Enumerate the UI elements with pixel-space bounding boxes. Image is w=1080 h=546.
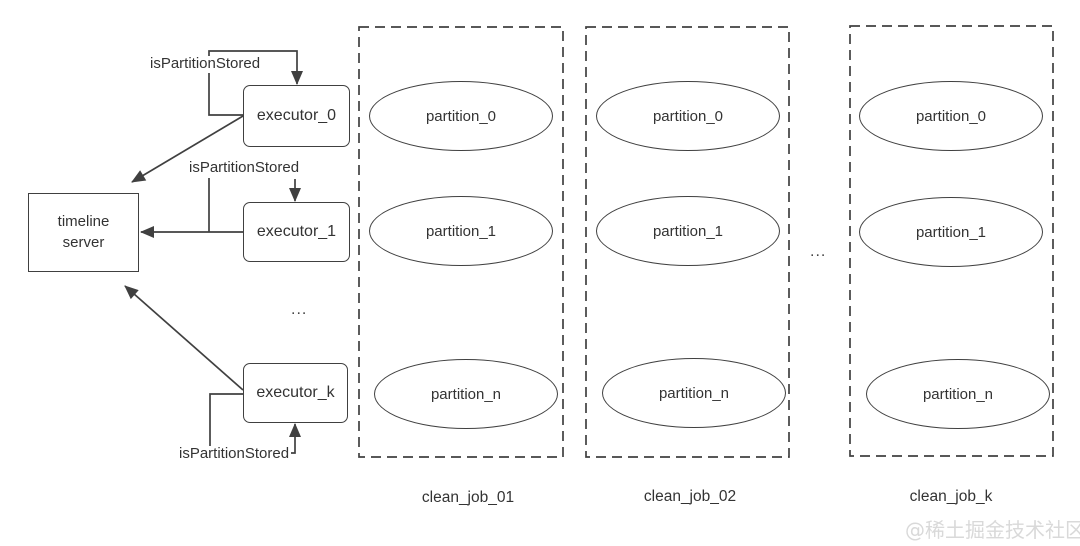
executor-k-to-timeline-arrow [124, 285, 244, 391]
clean-job-01-caption: clean_job_01 [421, 489, 515, 506]
clean-job-01-boundary [358, 26, 564, 458]
executor-1-node: executor_1 [243, 202, 350, 262]
job02-partition-n-node: partition_n [602, 358, 786, 428]
watermark-text: @稀土掘金技术社区 [905, 518, 1080, 542]
job02-partition-0-node: partition_0 [596, 81, 780, 151]
jobk-partition-n-node: partition_n [866, 359, 1050, 429]
executor-k-label: executor_k [256, 384, 335, 401]
timeline-server-node: timeline server [28, 193, 139, 272]
executor-0-node: executor_0 [243, 85, 350, 147]
clean-job-02-caption: clean_job_02 [643, 488, 737, 505]
jobk-partition-0-node: partition_0 [859, 81, 1043, 151]
job01-partition-n-node: partition_n [374, 359, 558, 429]
clean-job-k-boundary [849, 25, 1054, 457]
job02-partition-n-label: partition_n [658, 384, 730, 402]
job01-partition-0-label: partition_0 [425, 107, 497, 125]
executor-k-self-loop-arrow [289, 423, 301, 454]
executor-1-label: executor_1 [256, 223, 337, 240]
clean-job-02-boundary [585, 26, 790, 458]
edge-label-ispartitionstored-1: isPartitionStored [188, 159, 301, 177]
executor-0-to-timeline-arrow [131, 115, 244, 183]
edge-label-ispartitionstored-0: isPartitionStored [149, 55, 262, 73]
executor-0-label: executor_0 [256, 107, 337, 124]
jobk-partition-1-node: partition_1 [859, 197, 1043, 267]
job01-partition-1-node: partition_1 [369, 196, 553, 266]
jobk-partition-0-label: partition_0 [915, 107, 987, 125]
executor-0-self-loop-arrow [208, 50, 303, 116]
jobk-partition-n-label: partition_n [922, 385, 994, 403]
timeline-server-label: timeline server [57, 213, 110, 251]
job01-partition-1-label: partition_1 [425, 222, 497, 240]
executor-k-node: executor_k [243, 363, 348, 423]
job01-partition-0-node: partition_0 [369, 81, 553, 151]
executor-k-self-loop-line [209, 393, 243, 446]
clean-job-k-caption: clean_job_k [909, 488, 993, 505]
edge-label-ispartitionstored-k: isPartitionStored [178, 445, 291, 463]
job02-partition-1-node: partition_1 [596, 196, 780, 266]
jobk-partition-1-label: partition_1 [915, 223, 987, 241]
jobs-ellipsis: ... [810, 243, 827, 260]
executors-ellipsis: ... [291, 301, 308, 318]
job02-partition-0-label: partition_0 [652, 107, 724, 125]
job02-partition-1-label: partition_1 [652, 222, 724, 240]
job01-partition-n-label: partition_n [430, 385, 502, 403]
